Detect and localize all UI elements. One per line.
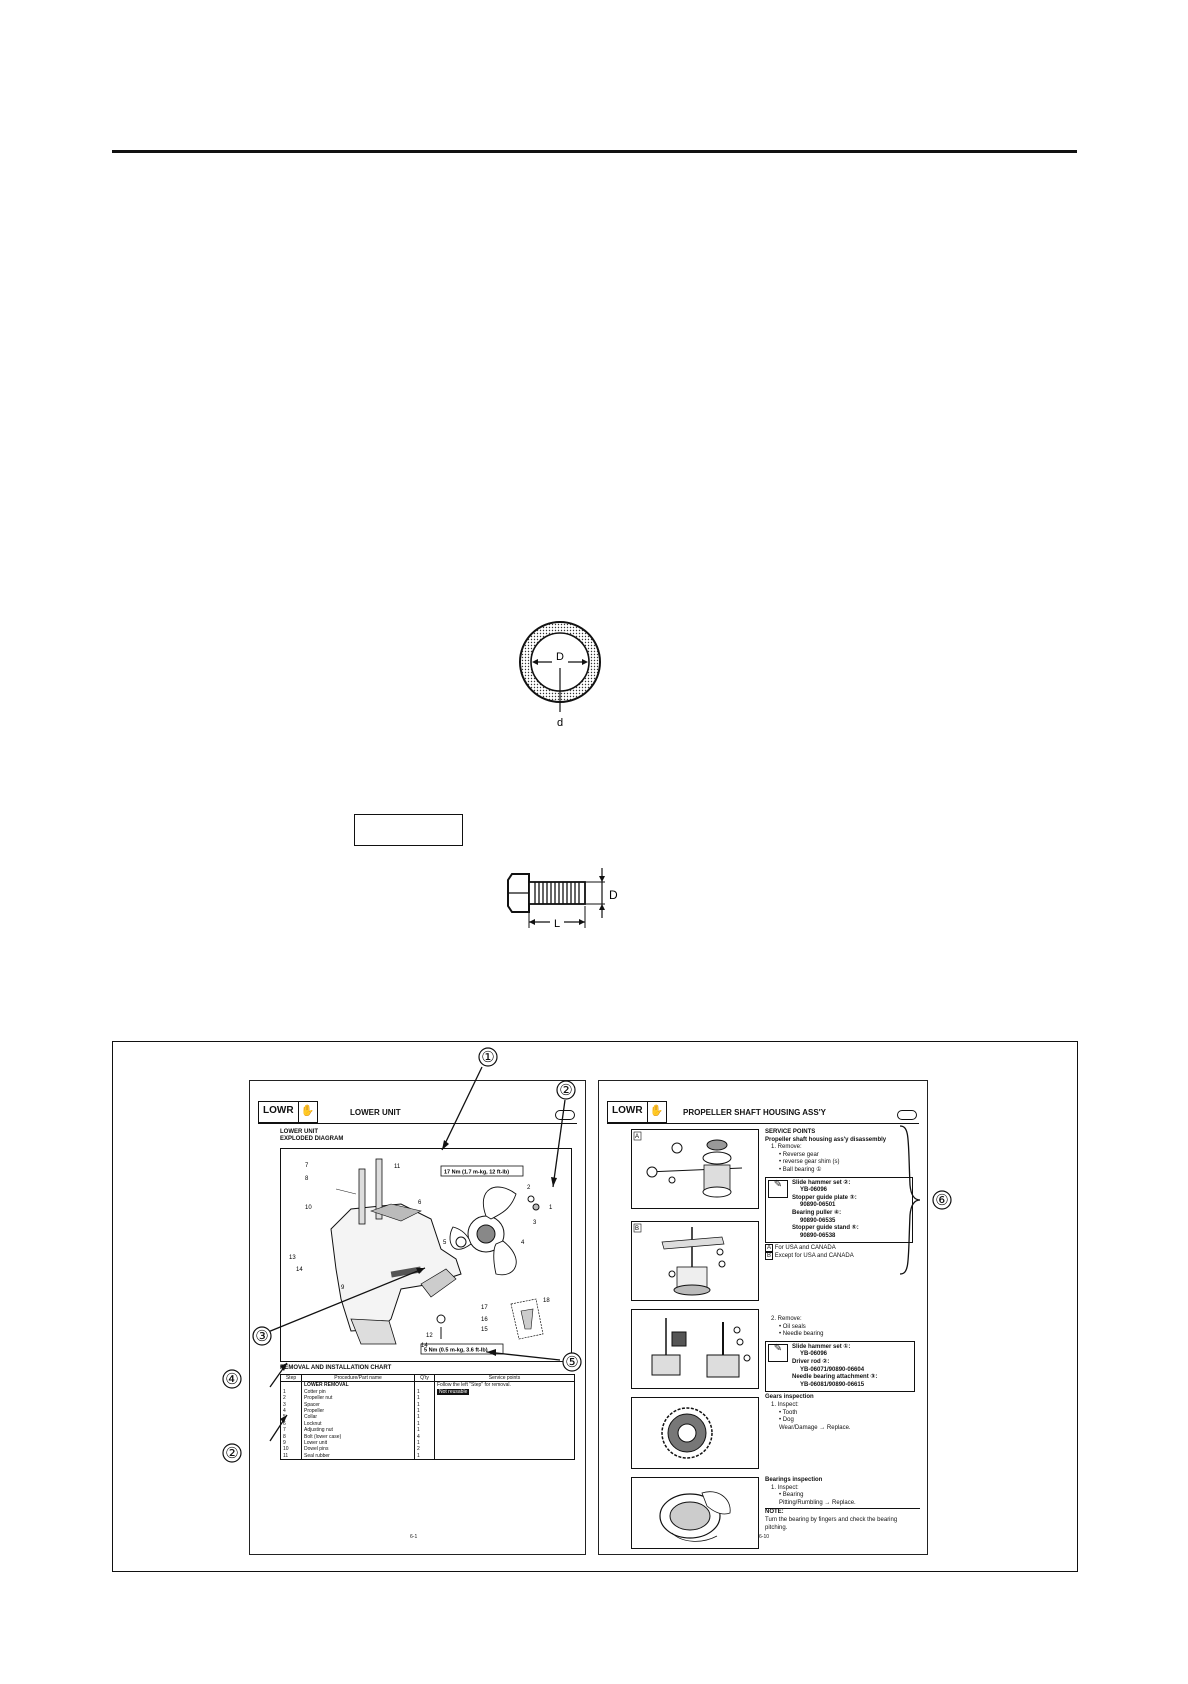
- page-number: 6-10: [759, 1534, 770, 1540]
- svg-text:14: 14: [421, 1343, 428, 1349]
- figure-a: A: [631, 1129, 759, 1209]
- section-heading: LOWER UNIT: [280, 1129, 318, 1135]
- hand-icon: ✋: [646, 1102, 666, 1122]
- manual-page-lower-unit: LOWR✋ LOWER UNIT LOWER UNIT EXPLODED DIA…: [249, 1080, 586, 1555]
- figure-bearing: [631, 1477, 759, 1549]
- table-row: LOWER REMOVAL Follow the left "Step" for…: [280, 1381, 575, 1389]
- empty-label-box: [354, 814, 463, 846]
- service-points-title: SERVICE POINTS: [765, 1129, 816, 1135]
- svg-text:15: 15: [481, 1327, 488, 1333]
- language-badge: [897, 1110, 917, 1120]
- ring-diagram: D d: [519, 621, 601, 728]
- hand-icon: ✋: [297, 1102, 317, 1122]
- note-text: Turn the bearing by fingers and check th…: [765, 1516, 898, 1531]
- tool-icon: ✎: [768, 1179, 788, 1198]
- torque-top: 17 Nm (1.7 m-kg, 12 ft-lb): [444, 1170, 509, 1176]
- svg-text:17: 17: [481, 1305, 488, 1311]
- svg-text:1: 1: [549, 1205, 553, 1211]
- page-header: LOWR✋ PROPELLER SHAFT HOUSING ASS'Y: [607, 1099, 919, 1124]
- manual-page-propeller-shaft: LOWR✋ PROPELLER SHAFT HOUSING ASS'Y A B: [598, 1080, 928, 1555]
- svg-text:7: 7: [305, 1163, 309, 1169]
- svg-text:12: 12: [426, 1333, 433, 1339]
- section-tag: LOWR✋: [258, 1101, 318, 1123]
- svg-text:A: A: [635, 1134, 639, 1140]
- bearings-title: Bearings inspection: [765, 1477, 823, 1483]
- disassembly-title: Propeller shaft housing ass'y disassembl…: [765, 1136, 887, 1143]
- page-header: LOWR✋ LOWER UNIT: [258, 1099, 577, 1124]
- svg-text:3: 3: [533, 1220, 537, 1226]
- header-title: LOWER UNIT: [350, 1108, 401, 1117]
- tool-box-2: ✎ Slide hammer set ①: YB-06096 Driver ro…: [765, 1340, 915, 1393]
- tool-icon: ✎: [768, 1343, 788, 1362]
- svg-text:14: 14: [296, 1267, 303, 1273]
- chart-title: REMOVAL AND INSTALLATION CHART: [280, 1365, 392, 1371]
- svg-text:5: 5: [443, 1240, 447, 1246]
- sub-heading: EXPLODED DIAGRAM: [280, 1136, 344, 1142]
- bolt-length-label: L: [554, 918, 560, 930]
- section-tag: LOWR✋: [607, 1101, 667, 1123]
- tool-box-1: ✎ Slide hammer set ②: YB-06096 Stopper g…: [765, 1176, 913, 1244]
- svg-text:6: 6: [418, 1200, 422, 1206]
- exploded-diagram: 17 Nm (1.7 m-kg, 12 ft-lb) 5 Nm (0.5 m-k…: [280, 1148, 572, 1362]
- svg-text:13: 13: [289, 1255, 296, 1261]
- page-number: 6-1: [410, 1534, 418, 1540]
- figure-b: B: [631, 1221, 759, 1301]
- sample-pages-frame: [112, 1041, 1078, 1572]
- removal-chart: Step Procedure/Part name Q'ty Service po…: [280, 1373, 575, 1461]
- not-reusable-badge: Not reusable: [437, 1388, 470, 1395]
- top-rule: [112, 150, 1077, 153]
- figure-gear: [631, 1397, 759, 1469]
- language-badge: [555, 1110, 575, 1120]
- figure-c: [631, 1309, 759, 1389]
- header-title: PROPELLER SHAFT HOUSING ASS'Y: [683, 1108, 826, 1117]
- svg-text:18: 18: [543, 1298, 550, 1304]
- svg-text:B: B: [635, 1226, 639, 1232]
- gears-title: Gears inspection: [765, 1394, 814, 1401]
- svg-text:8: 8: [305, 1176, 309, 1182]
- svg-text:16: 16: [481, 1317, 488, 1323]
- svg-text:2: 2: [527, 1185, 531, 1191]
- torque-bottom: 5 Nm (0.5 m-kg, 3.6 ft-lb): [424, 1348, 488, 1354]
- ring-diameter-label: D: [556, 651, 564, 663]
- svg-text:11: 11: [394, 1164, 401, 1170]
- bolt-diagram: D L: [507, 868, 618, 930]
- svg-text:4: 4: [521, 1240, 525, 1246]
- ring-wire-label: d: [557, 717, 563, 728]
- svg-text:10: 10: [305, 1205, 312, 1211]
- bolt-diameter-label: D: [609, 888, 618, 902]
